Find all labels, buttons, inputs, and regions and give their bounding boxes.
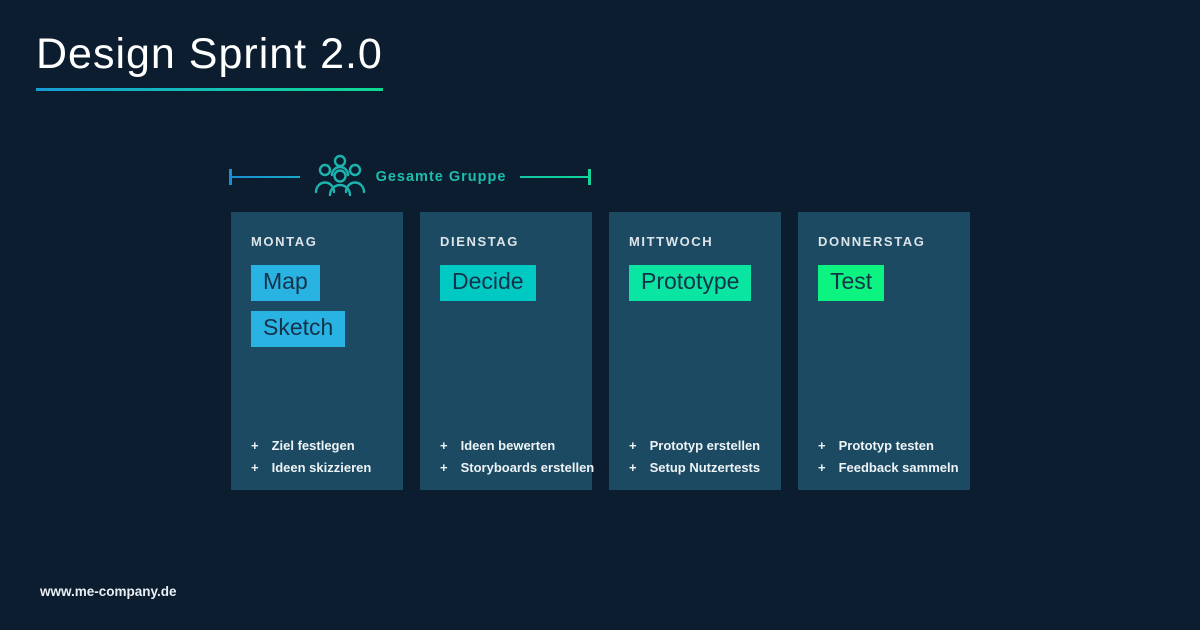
plus-marker-icon: + [818,438,826,453]
plus-marker-icon: + [251,460,259,475]
plus-marker-icon: + [629,438,637,453]
bracket-right-line [520,176,588,178]
day-column-montag: MONTAG Map Sketch + Ziel festlegen + Ide… [231,212,403,490]
plus-marker-icon: + [440,438,448,453]
tag-list: Map Sketch [251,265,383,347]
bullet-list: + Prototyp erstellen + Setup Nutzertests [629,438,761,475]
page-title: Design Sprint 2.0 [36,30,383,91]
list-item: + Ideen bewerten [440,438,572,453]
bracket-left-line [232,176,300,178]
day-column-donnerstag: DONNERSTAG Test + Prototyp testen + Feed… [798,212,970,490]
tag-list: Prototype [629,265,761,301]
activity-tag: Prototype [629,265,752,301]
day-column-dienstag: DIENSTAG Decide + Ideen bewerten + Story… [420,212,594,490]
plus-marker-icon: + [629,460,637,475]
day-label: DIENSTAG [440,234,520,249]
group-bracket-label: Gesamte Gruppe [375,169,507,185]
tag-list: Decide [440,265,572,301]
bracket-left-cap [229,169,232,185]
day-column-mittwoch: MITTWOCH Prototype + Prototyp erstellen … [609,212,781,490]
sprint-columns: MONTAG Map Sketch + Ziel festlegen + Ide… [231,212,970,490]
day-label: DONNERSTAG [818,234,926,249]
list-item: + Setup Nutzertests [629,460,761,475]
bracket-right-cap [588,169,591,185]
bullet-list: + Ziel festlegen + Ideen skizzieren [251,438,383,475]
plus-marker-icon: + [818,460,826,475]
list-item: + Ziel festlegen [251,438,383,453]
tag-list: Test [818,265,950,301]
activity-tag: Sketch [251,311,346,347]
activity-tag: Test [818,265,885,301]
plus-marker-icon: + [440,460,448,475]
list-item: + Storyboards erstellen [440,460,594,475]
list-item-label: Prototyp testen [838,438,934,453]
list-item-label: Prototyp erstellen [649,438,761,453]
list-item: + Prototyp testen [818,438,950,453]
activity-tag: Map [251,265,320,301]
list-item-label: Ideen skizzieren [271,460,372,475]
group-bracket: Gesamte Gruppe [229,154,591,201]
day-label: MITTWOCH [629,234,714,249]
day-label: MONTAG [251,234,318,249]
list-item: + Feedback sammeln [818,460,959,475]
list-item: + Prototyp erstellen [629,438,761,453]
list-item-label: Ideen bewerten [460,438,556,453]
bullet-list: + Ideen bewerten + Storyboards erstellen [440,438,594,475]
activity-tag: Decide [440,265,536,301]
list-item-label: Setup Nutzertests [649,460,761,475]
plus-marker-icon: + [251,438,259,453]
bullet-list: + Prototyp testen + Feedback sammeln [818,438,959,475]
list-item: + Ideen skizzieren [251,460,383,475]
people-group-icon [314,154,366,201]
website-url: www.me-company.de [40,584,177,599]
list-item-label: Feedback sammeln [838,460,959,475]
list-item-label: Ziel festlegen [271,438,355,453]
list-item-label: Storyboards erstellen [460,460,595,475]
